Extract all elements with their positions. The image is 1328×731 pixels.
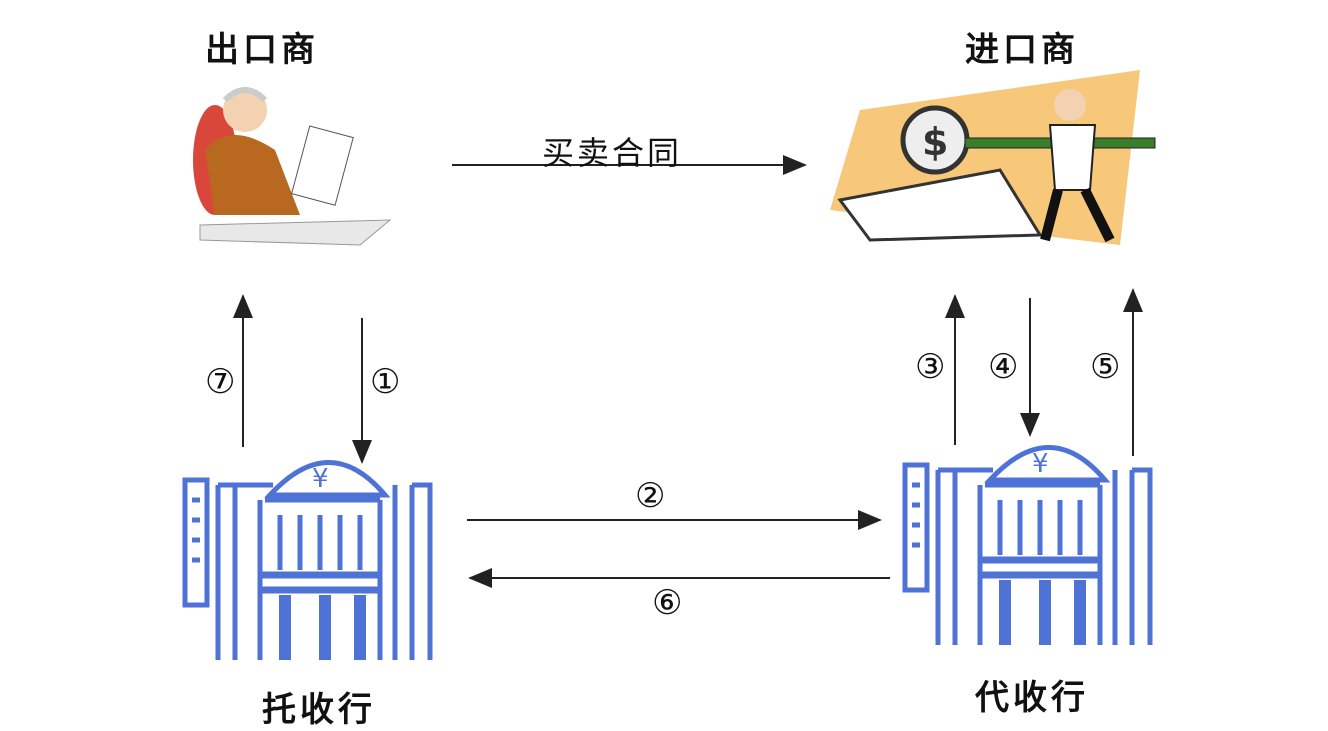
svg-text:$: $	[922, 120, 948, 164]
step-5-label: ⑤	[1090, 347, 1121, 387]
step-1-label: ①	[370, 362, 401, 402]
step-6-label: ⑥	[652, 583, 683, 623]
step-4-label: ④	[988, 347, 1019, 387]
step-2-label: ②	[635, 476, 666, 516]
exporter-illustration	[193, 87, 392, 246]
importer-label: 进口商	[965, 30, 1079, 70]
svg-text:¥: ¥	[312, 464, 329, 494]
exporter-label: 出口商	[205, 30, 319, 70]
remitting-bank-label: 托收行	[262, 690, 376, 730]
importer-illustration: $	[830, 70, 1156, 245]
collecting-bank-icon	[905, 448, 1150, 646]
remitting-bank-icon: ¥	[182, 460, 433, 660]
collecting-bank-label: 代收行	[975, 678, 1089, 718]
step-3-label: ③	[915, 347, 946, 387]
step-7-label: ⑦	[205, 362, 236, 402]
contract-label: 买卖合同	[542, 134, 683, 172]
